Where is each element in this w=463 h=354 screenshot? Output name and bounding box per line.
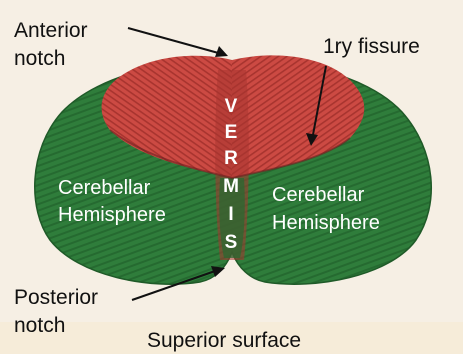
anterior-notch-label: Anterior <box>14 18 88 44</box>
vermis-letter-i: I <box>221 204 241 226</box>
vermis-letter-s: S <box>221 232 241 254</box>
primary-fissure-label: 1ry fissure <box>323 34 420 60</box>
left-hemisphere-label: Cerebellar <box>58 176 150 201</box>
anterior-notch-arrow <box>128 28 228 57</box>
left-hemisphere-label-line2: Hemisphere <box>58 203 166 228</box>
anterior-notch-label-line2: notch <box>14 46 65 72</box>
vermis-letter-e: E <box>221 122 241 144</box>
vermis-letter-m: M <box>221 176 241 198</box>
posterior-notch-label-line2: notch <box>14 313 65 339</box>
right-hemisphere-label-line2: Hemisphere <box>272 211 380 236</box>
posterior-notch-label: Posterior <box>14 285 98 311</box>
vermis-letter-v: V <box>221 96 241 118</box>
right-hemisphere-label: Cerebellar <box>272 183 364 208</box>
vermis-letter-r: R <box>221 148 241 170</box>
caption: Superior surface <box>147 328 301 354</box>
